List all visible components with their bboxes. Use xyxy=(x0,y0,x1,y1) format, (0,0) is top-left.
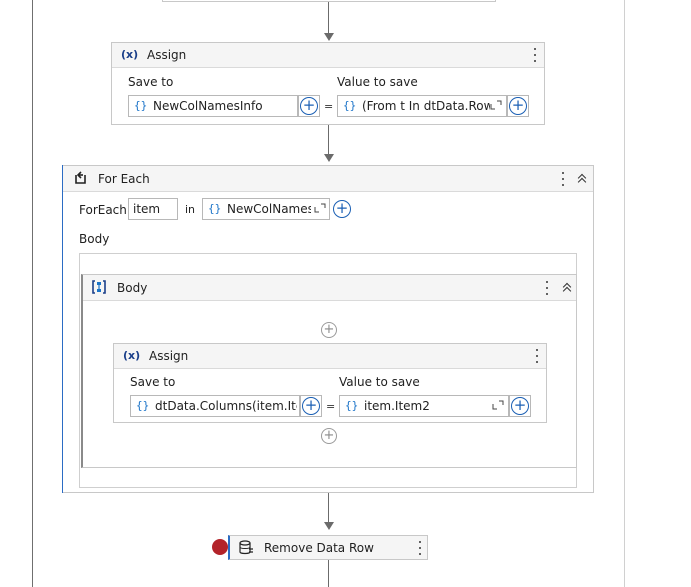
add-icon[interactable]: + xyxy=(509,97,527,115)
save-to-field[interactable]: {} dtData.Columns(item.Item xyxy=(130,395,300,417)
add-icon[interactable]: + xyxy=(302,397,320,415)
expand-editor-icon[interactable] xyxy=(490,100,502,110)
equals-sign: = xyxy=(326,400,336,413)
previous-activity-edge xyxy=(162,0,496,2)
expand-editor-icon[interactable] xyxy=(492,400,504,410)
for-each-activity[interactable]: For Each ForEach item in {} NewColNames … xyxy=(63,165,594,493)
assign-variable-icon: (x) xyxy=(123,349,141,362)
connector-arrow xyxy=(324,33,334,41)
add-icon[interactable]: + xyxy=(333,200,351,218)
more-options-icon[interactable] xyxy=(545,280,549,296)
sequence-icon xyxy=(91,279,107,295)
assign-activity[interactable]: (x) Assign Save to Value to save {} NewC… xyxy=(111,42,545,125)
more-options-icon[interactable] xyxy=(561,171,565,187)
collection-field[interactable]: {} NewColNames xyxy=(202,198,330,220)
remove-data-row-title: Remove Data Row xyxy=(264,541,374,555)
expression-icon: {} xyxy=(343,99,357,112)
canvas-left-border xyxy=(32,0,33,587)
connector-arrow xyxy=(324,522,334,530)
item-name-value: item xyxy=(133,202,161,216)
more-options-icon[interactable] xyxy=(418,540,422,556)
expression-icon: {} xyxy=(134,99,148,112)
value-to-save-label: Value to save xyxy=(337,75,418,89)
assign-header: (x) Assign xyxy=(112,43,544,68)
collection-value: NewColNames xyxy=(227,202,311,216)
remove-data-row-activity[interactable]: Remove Data Row xyxy=(228,535,428,560)
assign-header: (x) Assign xyxy=(114,344,546,369)
connector-arrow xyxy=(324,154,334,162)
equals-sign: = xyxy=(324,100,334,113)
for-each-header: For Each xyxy=(63,166,593,192)
in-label: in xyxy=(185,203,196,216)
value-to-save-label: Value to save xyxy=(339,375,420,389)
connector-line xyxy=(328,493,329,524)
save-to-value: NewColNamesInfo xyxy=(153,99,263,113)
value-to-save-field[interactable]: {} (From t In dtData.Row xyxy=(337,95,507,117)
expression-icon: {} xyxy=(345,399,359,412)
value-to-save-field[interactable]: {} item.Item2 xyxy=(339,395,509,417)
breakpoint-marker[interactable] xyxy=(212,539,228,555)
sequence-title: Body xyxy=(117,281,148,295)
canvas-right-border xyxy=(624,0,625,587)
expression-icon: {} xyxy=(208,202,222,215)
assign-title: Assign xyxy=(149,349,189,363)
add-button-frame: + xyxy=(298,95,320,117)
more-options-icon[interactable] xyxy=(533,47,537,63)
connector-line xyxy=(328,125,329,156)
add-button-frame: + xyxy=(507,95,529,117)
add-icon[interactable]: + xyxy=(511,397,529,415)
connector-line xyxy=(328,560,329,587)
save-to-field[interactable]: {} NewColNamesInfo xyxy=(128,95,298,117)
collapse-icon[interactable] xyxy=(563,281,573,293)
more-options-icon[interactable] xyxy=(535,348,539,364)
value-to-save-value: (From t In dtData.Row xyxy=(362,99,490,113)
save-to-label: Save to xyxy=(130,375,176,389)
body-label: Body xyxy=(79,232,110,246)
assign-activity[interactable]: (x) Assign Save to Value to save {} dtDa… xyxy=(113,343,547,423)
expression-icon: {} xyxy=(136,399,150,412)
expand-editor-icon[interactable] xyxy=(314,203,326,213)
for-each-icon xyxy=(74,171,87,184)
add-button-frame: + xyxy=(509,395,531,417)
collapse-icon[interactable] xyxy=(578,172,588,184)
add-button-frame: + xyxy=(300,395,322,417)
for-each-title: For Each xyxy=(98,172,150,186)
foreach-label: ForEach xyxy=(79,203,127,217)
add-icon[interactable]: + xyxy=(300,97,318,115)
value-to-save-value: item.Item2 xyxy=(364,399,430,413)
body-drop-area: Body + (x) Assign Save to Value to save … xyxy=(79,253,577,488)
save-to-value: dtData.Columns(item.Item xyxy=(155,399,297,413)
sequence-header: Body xyxy=(83,275,576,301)
add-activity-icon[interactable]: + xyxy=(321,322,337,338)
assign-variable-icon: (x) xyxy=(121,48,139,61)
save-to-label: Save to xyxy=(128,75,174,89)
assign-title: Assign xyxy=(147,48,187,62)
database-icon xyxy=(238,540,254,556)
connector-line xyxy=(328,2,329,35)
add-activity-icon[interactable]: + xyxy=(321,428,337,444)
body-sequence[interactable]: Body + (x) Assign Save to Value to save … xyxy=(81,274,577,468)
item-name-input[interactable]: item xyxy=(128,198,178,220)
